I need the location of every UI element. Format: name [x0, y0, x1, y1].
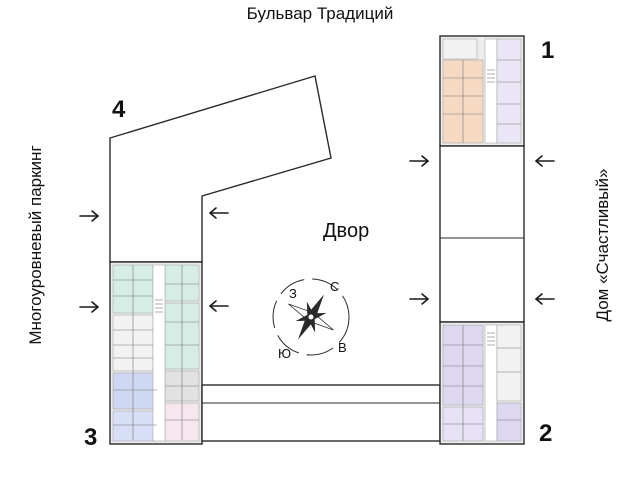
- street-label-right: Дом «Счастливый»: [593, 168, 612, 322]
- street-label-top: Бульвар Традиций: [246, 4, 394, 23]
- connector-south: [201, 384, 441, 442]
- arrow-right-icon: [79, 301, 99, 313]
- building-number-3: 3: [84, 424, 98, 451]
- compass-east-label: В: [338, 340, 347, 355]
- building-2[interactable]: [439, 321, 525, 445]
- connector-east: [439, 145, 525, 323]
- yard-label: Двор: [323, 220, 370, 242]
- compass-rose-icon: [272, 278, 350, 356]
- building-4-outline[interactable]: [109, 75, 332, 263]
- compass-north-label: С: [330, 279, 340, 294]
- building-number-2: 2: [539, 420, 553, 447]
- street-label-left: Многоуровневый паркинг: [26, 145, 45, 345]
- arrow-right-icon: [409, 155, 429, 167]
- building-number-4: 4: [112, 96, 126, 123]
- building-number-1: 1: [541, 37, 555, 64]
- arrow-right-icon: [79, 210, 99, 222]
- arrow-left-icon: [209, 300, 229, 312]
- compass-west-label: З: [289, 286, 297, 301]
- compass-south-label: Ю: [278, 346, 292, 361]
- building-3[interactable]: [109, 261, 203, 445]
- arrow-left-icon: [535, 293, 555, 305]
- arrow-right-icon: [409, 293, 429, 305]
- building-1[interactable]: [439, 35, 525, 147]
- arrow-left-icon: [209, 207, 229, 219]
- arrow-left-icon: [535, 155, 555, 167]
